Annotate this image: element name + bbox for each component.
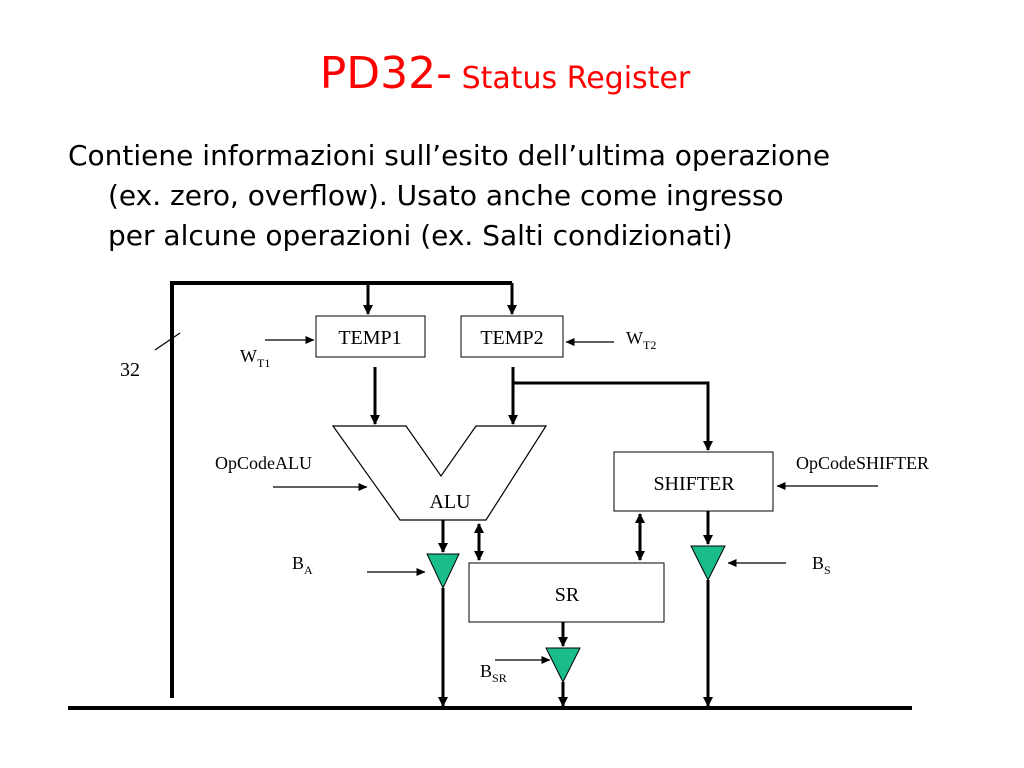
- bs-base: B: [812, 553, 824, 573]
- opcode-alu-signal: OpCodeALU: [215, 453, 368, 491]
- slide-body: Contiene informazioni sull’esito dell’ul…: [68, 136, 948, 256]
- opcode-shifter-signal: OpCodeSHIFTER: [776, 453, 929, 490]
- alu-label: ALU: [429, 491, 471, 513]
- title-main: PD32-: [319, 48, 453, 99]
- ba-sub: A: [304, 563, 313, 577]
- shifter-output-path: [690, 511, 726, 707]
- bsr-base: B: [480, 661, 492, 681]
- temp2-register: TEMP2: [460, 315, 564, 358]
- wt1-base: W: [240, 346, 257, 366]
- wt2-base: W: [626, 328, 643, 348]
- ba-base: B: [292, 553, 304, 573]
- wt2-sub: T2: [643, 338, 656, 352]
- bus-width-label: 32: [120, 359, 140, 381]
- ba-signal: BA: [292, 553, 426, 577]
- alu-block: ALU: [331, 425, 548, 521]
- status-register-block: SR: [468, 562, 665, 623]
- temp2-label: TEMP2: [480, 327, 543, 349]
- svg-text:WT1: WT1: [240, 346, 270, 370]
- svg-text:BA: BA: [292, 553, 313, 577]
- shifter-block: SHIFTER: [613, 451, 774, 512]
- alu-output-path: [426, 520, 460, 707]
- svg-text:BS: BS: [812, 553, 831, 577]
- slide-title: PD32- Status Register: [0, 48, 1010, 99]
- input-bus: 32: [120, 281, 517, 698]
- bs-buffer-icon: [690, 545, 726, 582]
- opcode-shifter-label: OpCodeSHIFTER: [796, 453, 929, 473]
- svg-text:WT2: WT2: [626, 328, 656, 352]
- bsr-signal: BSR: [480, 656, 551, 685]
- temp-outputs: [370, 367, 713, 451]
- wt2-signal: WT2: [565, 328, 656, 352]
- shifter-label: SHIFTER: [653, 473, 735, 495]
- bsr-sub: SR: [492, 671, 507, 685]
- bs-signal: BS: [727, 553, 831, 577]
- sr-label: SR: [555, 584, 580, 606]
- wt1-signal: WT1: [240, 336, 315, 370]
- sr-output-path: [545, 622, 581, 707]
- temp1-label: TEMP1: [338, 327, 401, 349]
- body-line-3: per alcune operazioni (ex. Salti condizi…: [108, 219, 733, 252]
- sr-bidirectional-links: [474, 513, 645, 561]
- temp1-register: TEMP1: [315, 315, 426, 358]
- body-line-1: Contiene informazioni sull’esito dell’ul…: [68, 139, 831, 172]
- wt1-sub: T1: [257, 356, 270, 370]
- opcode-alu-label: OpCodeALU: [215, 453, 312, 473]
- body-line-2: (ex. zero, overflow). Usato anche come i…: [108, 179, 784, 212]
- ba-buffer-icon: [426, 553, 460, 590]
- bsr-buffer-icon: [545, 647, 581, 684]
- title-sub: Status Register: [452, 61, 691, 96]
- bs-sub: S: [824, 563, 831, 577]
- svg-text:BSR: BSR: [480, 661, 507, 685]
